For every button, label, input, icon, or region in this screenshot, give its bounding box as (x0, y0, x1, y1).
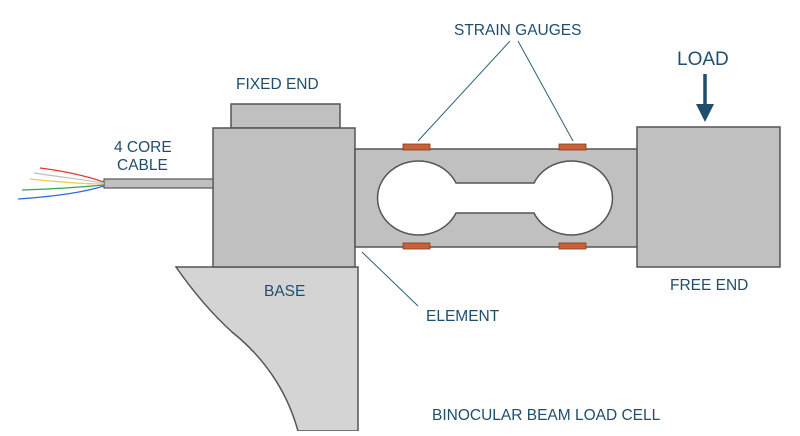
wire-white (33, 172, 105, 184)
strain-gauge-top-left (402, 143, 431, 151)
leader-strain-gauge-right (517, 40, 574, 142)
fixed-end-block (212, 127, 356, 268)
free-end-block (636, 126, 781, 268)
leader-strain-gauge-left (417, 40, 511, 142)
fixed-end-plate (230, 103, 341, 129)
load-arrow-icon (696, 74, 714, 122)
strain-gauge-bottom-right (558, 242, 587, 250)
strain-gauges-label: STRAIN GAUGES (454, 22, 581, 39)
fixed-end-label: FIXED END (236, 76, 319, 93)
wire-red (39, 167, 105, 183)
cable-label-line2: CABLE (117, 157, 168, 174)
element-label: ELEMENT (426, 308, 500, 325)
base-support (174, 266, 359, 432)
strain-gauge-top-right (558, 143, 587, 151)
cable-wires (17, 167, 105, 200)
free-end-label: FREE END (670, 277, 748, 294)
wire-green (21, 184, 105, 191)
wire-blue (17, 185, 105, 200)
diagram-caption: BINOCULAR BEAM LOAD CELL (432, 407, 661, 424)
leader-element (361, 251, 419, 307)
cable-label-line1: 4 CORE (114, 139, 172, 156)
cable (103, 178, 214, 189)
base-label: BASE (264, 283, 305, 300)
leader-lines (361, 40, 574, 307)
strain-gauge-bottom-left (402, 242, 431, 250)
binocular-hole (376, 160, 614, 236)
wire-yellow (29, 178, 105, 185)
load-label: LOAD (677, 49, 729, 70)
